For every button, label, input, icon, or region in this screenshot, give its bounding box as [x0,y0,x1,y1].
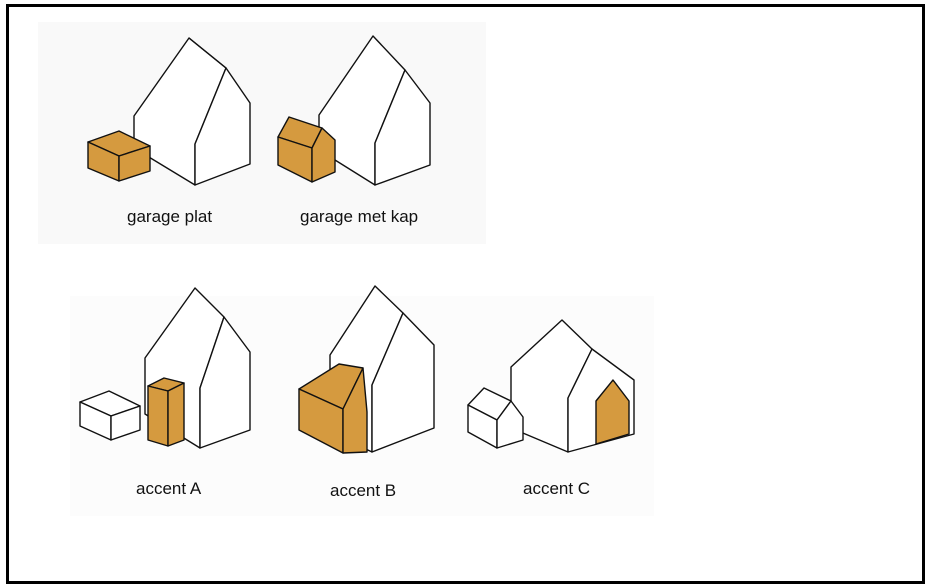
pitched-garage-accent [277,116,336,183]
tower-side [167,382,185,447]
small-house [467,387,524,449]
box-side [110,405,141,441]
garage-side [118,145,151,182]
house-side-wall [371,312,435,453]
house-accent-c [467,319,635,453]
house-ridge [188,37,227,69]
tower-accent [147,377,185,447]
house-side-wall [374,69,431,186]
house-variants-diagram [79,35,635,454]
detached-box [79,390,141,441]
gable-facade-accent [595,379,630,445]
garage-gable [311,127,336,183]
house-garage-met-kap [277,35,431,186]
house-garage-plat [87,37,251,186]
label-accent-a: accent A [136,479,202,498]
house-side-wall [199,316,251,449]
house-accent-a [79,287,251,449]
volume-accent [298,363,368,454]
tower-front [147,385,169,447]
flat-garage-accent [87,130,151,182]
label-garage-plat: garage plat [127,207,213,226]
house-side-wall [194,67,251,186]
accent-side [342,367,368,454]
small-house-gable [496,400,524,449]
label-garage-met-kap: garage met kap [300,207,419,226]
label-accent-b: accent B [330,481,397,500]
house-accent-b [298,285,435,454]
label-accent-c: accent C [523,479,591,498]
